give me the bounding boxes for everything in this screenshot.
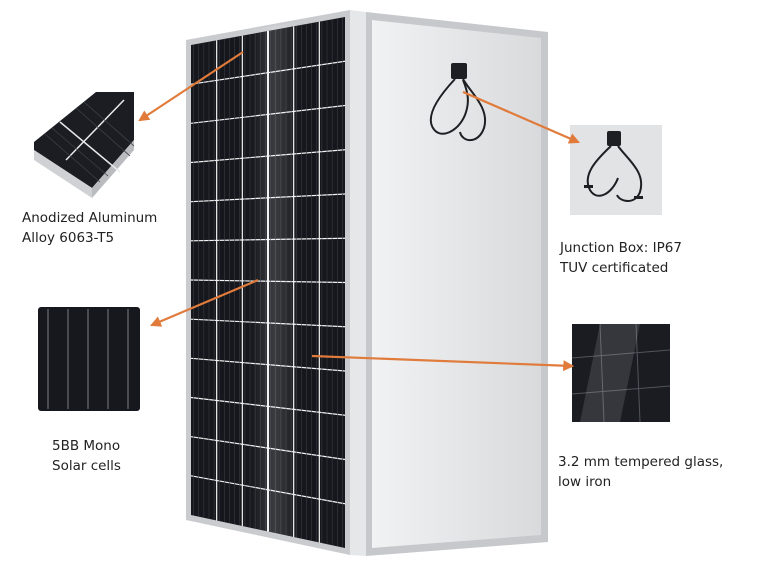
junction-box-label: Junction Box: IP67 TUV certificated [560,238,682,278]
arrow-cells [149,278,259,327]
junction-box-label-line2: TUV certificated [560,260,669,276]
solar-cell-inset [38,307,140,411]
glass-label: 3.2 mm tempered glass, low iron [558,452,723,492]
glass-inset [571,323,671,423]
frame-label: Anodized Aluminum Alloy 6063-T5 [22,208,157,248]
arrow-glass [311,354,575,372]
junction-box-illustration [429,63,487,142]
junction-box-inset [570,125,662,215]
panel-edge [350,10,366,556]
arrow-junction-box [462,90,581,144]
cells-label-line2: Solar cells [52,458,121,474]
arrow-frame [138,51,244,122]
frame-label-line2: Alloy 6063-T5 [22,230,115,246]
panel-back-face [366,12,548,556]
cells-label-line1: 5BB Mono [52,438,121,454]
glass-label-line2: low iron [558,474,612,490]
callout-arrows [138,51,581,372]
frame-corner-inset [32,90,135,198]
junction-box-label-line1: Junction Box: IP67 [560,240,682,256]
glass-label-line1: 3.2 mm tempered glass, [558,454,724,470]
panel-front-face [186,10,350,555]
cells-label: 5BB Mono Solar cells [52,436,121,476]
frame-label-line1: Anodized Aluminum [22,210,158,226]
